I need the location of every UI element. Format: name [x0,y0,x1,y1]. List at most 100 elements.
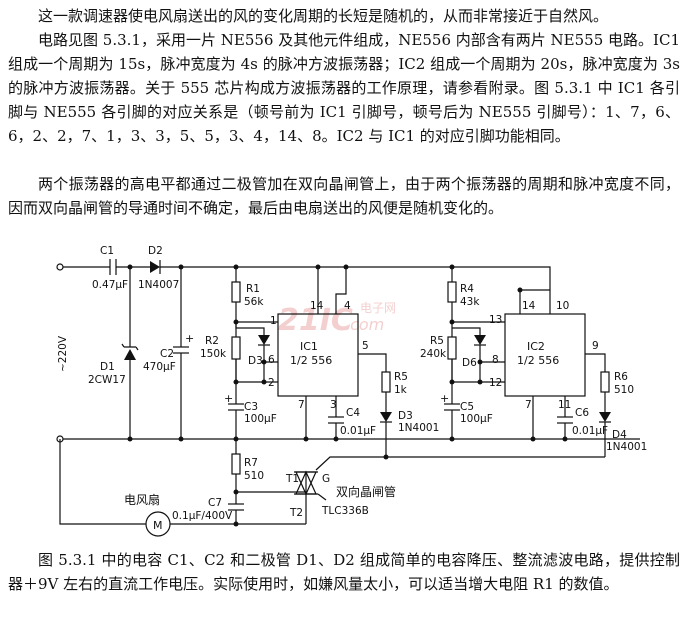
svg-text:3: 3 [330,399,337,411]
svg-text:7: 7 [298,399,305,411]
svg-text:2: 2 [268,377,275,389]
svg-text:6: 6 [268,354,275,366]
oscillator-paragraph: 两个振荡器的高电平都通过二极管加在双向晶闸管上，由于两个振荡器的周期和脉冲宽度不… [8,175,680,217]
svg-text:2CW17: 2CW17 [88,374,126,386]
capacitor-c1: C1 0.47μF [92,245,128,291]
svg-text:0.47μF: 0.47μF [92,279,128,291]
input-terminal-top [56,263,64,271]
svg-text:510: 510 [614,384,634,396]
circuit-schematic: 21IC 电子网 .com ~220V C1 0.47μF D2 1N4007 … [56,245,647,537]
resistor-r5-timing: R5 240k [420,322,457,382]
svg-text:1: 1 [270,315,277,327]
svg-text:1k: 1k [394,384,408,396]
svg-text:C7: C7 [208,497,222,509]
fan-label: 电风扇 [124,492,160,507]
svg-text:G: G [322,473,330,485]
diode-d3-output: D3 1N4001 [380,410,439,457]
svg-text:C6: C6 [575,407,589,419]
watermark-brand: 21IC [278,303,353,338]
svg-text:12: 12 [489,377,502,389]
svg-text:13: 13 [489,314,502,326]
zener-diode-d1: D1 2CW17 [88,267,139,439]
svg-text:100μF: 100μF [460,413,493,425]
diode-d3-timing: D3 [235,322,278,367]
svg-text:150k: 150k [200,348,227,360]
svg-text:5: 5 [362,340,369,352]
ic2-chip: IC2 1/2 556 14 10 13 8 12 9 7 11 [489,300,599,411]
svg-text:R5: R5 [430,335,444,347]
resistor-r1: R1 56k [231,267,264,322]
fan-motor: M 电风扇 [59,439,306,537]
svg-text:R7: R7 [244,457,258,469]
svg-text:R6: R6 [614,371,628,383]
svg-text:8: 8 [492,354,499,366]
ic1-chip: IC1 1/2 556 14 4 1 6 2 5 7 3 [268,300,369,411]
resistor-r6: R6 510 [600,371,634,412]
ic2-sub: 1/2 556 [517,354,559,367]
svg-text:R1: R1 [246,283,260,295]
svg-text:C5: C5 [460,401,474,413]
svg-text:R2: R2 [205,335,219,347]
svg-text:+: + [224,392,233,405]
svg-text:240k: 240k [420,348,447,360]
svg-text:C3: C3 [244,401,258,413]
watermark-sub: 电子网 [360,301,396,315]
svg-text:D6: D6 [462,357,477,369]
diode-d6: D6 [452,327,505,369]
svg-text:43k: 43k [460,296,480,308]
intro-paragraph: 这一款调速器使电风扇送出的风的变化周期的长短是随机的，从而非常接近于自然风。 [38,7,609,25]
svg-text:+: + [440,392,449,405]
svg-text:C1: C1 [100,245,114,257]
diode-d4: D4 1N4001 [599,412,647,457]
svg-text:+: + [185,332,194,345]
svg-text:D1: D1 [100,361,115,373]
triac-part: TLC336B [321,505,369,517]
capacitor-c7: C7 0.1μF/400V [172,492,244,524]
svg-text:56k: 56k [244,296,264,308]
svg-text:D4: D4 [612,429,627,441]
resistor-r2: R2 150k [200,322,241,382]
svg-text:T2: T2 [289,507,303,519]
svg-text:0.1μF/400V: 0.1μF/400V [172,510,233,522]
motor-symbol: M [153,519,163,532]
svg-text:0.01μF: 0.01μF [572,425,608,437]
svg-text:C4: C4 [346,407,360,419]
diode-d2: D2 1N4007 [138,245,179,291]
svg-text:0.01μF: 0.01μF [340,425,376,437]
circuit-description-paragraph: 电路见图 5.3.1，采用一片 NE556 及其他元件组成，NE556 内部含有… [8,31,680,145]
triac-t1-t2: T1 T2 G 双向晶闸管 TLC336B [236,470,396,524]
capacitor-c4: C4 0.01μF [328,396,376,439]
svg-text:4: 4 [344,300,351,312]
svg-text:14: 14 [522,300,536,312]
svg-text:R5: R5 [394,371,408,383]
svg-text:14: 14 [310,300,324,312]
svg-text:470μF: 470μF [143,361,176,373]
capacitor-c2: + C2 470μF [143,267,194,439]
resistor-r5-output: R5 1k [381,371,408,412]
capacitor-c6: C6 0.01μF [557,396,608,439]
capacitor-c3: + C3 100μF [224,382,277,439]
watermark-domain: .com [345,315,384,334]
top-supply-rail [60,266,551,290]
svg-text:100μF: 100μF [244,413,277,425]
svg-text:10: 10 [556,300,569,312]
power-supply-paragraph: 图 5.3.1 中的电容 C1、C2 和二极管 D1、D2 组成简单的电容降压、… [8,551,680,593]
svg-text:T1: T1 [285,473,299,485]
capacitor-c5: + C5 100μF [440,382,493,439]
ic1-sub: 1/2 556 [290,354,332,367]
svg-text:1N4001: 1N4001 [398,422,439,434]
svg-text:510: 510 [244,470,264,482]
ic1-name: IC1 [300,340,318,353]
watermark-logo: 21IC 电子网 .com [278,301,396,338]
resistor-r4: R4 43k [447,267,480,322]
svg-text:1N4001: 1N4001 [606,441,647,453]
svg-text:7: 7 [525,399,532,411]
svg-text:9: 9 [592,340,599,352]
svg-text:D3: D3 [248,355,263,367]
supply-voltage-label: ~220V [57,335,69,372]
resistor-r7: R7 510 [231,439,264,492]
svg-text:D2: D2 [148,245,163,257]
svg-text:C2: C2 [160,348,174,360]
svg-text:D3: D3 [398,410,413,422]
triac-label: 双向晶闸管 [336,484,396,499]
